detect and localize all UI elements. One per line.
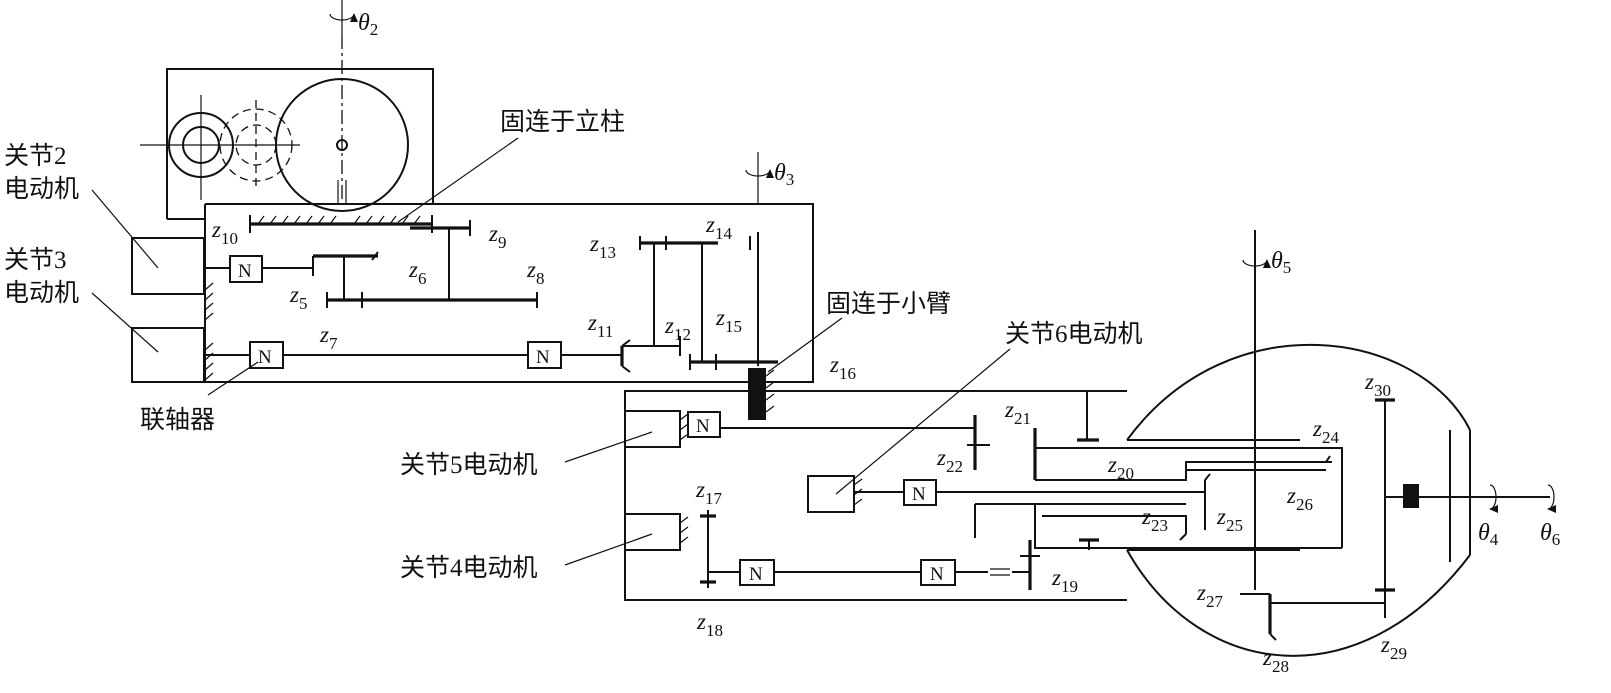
coupling-box <box>229 255 263 283</box>
joint2-motor-label-line1: 关节2 <box>4 142 67 170</box>
theta4-label: θ4 <box>1478 520 1499 549</box>
joint3-motor-label-line1: 关节3 <box>4 246 67 274</box>
theta5-label: θ5 <box>1271 248 1291 277</box>
z18-label: z18 <box>696 609 723 640</box>
joint6-motor-label: 关节6电动机 <box>1005 320 1143 348</box>
svg-text:N: N <box>258 347 272 368</box>
z7-label: z7 <box>319 322 338 353</box>
z26-label: z26 <box>1286 483 1313 514</box>
joint3-motor-label-line2: 电动机 <box>4 279 79 307</box>
joint3-bearing <box>748 368 766 420</box>
joint2-motor-box <box>131 237 205 295</box>
joint3-motor-box <box>131 327 205 383</box>
z27-label: z27 <box>1196 580 1223 611</box>
z30-label: z30 <box>1364 369 1391 400</box>
z13-label: z13 <box>589 231 616 262</box>
joint4-motor-box <box>624 513 681 551</box>
z22-label: z22 <box>936 445 963 476</box>
joint4-motor-label: 关节4电动机 <box>400 554 538 582</box>
coupling-label: 联轴器 <box>140 406 215 434</box>
joint6-shaft: N <box>854 479 1205 506</box>
z21-label: z21 <box>1004 397 1031 428</box>
z12-label: z12 <box>664 313 691 344</box>
svg-text:N: N <box>536 347 550 368</box>
z23-label: z23 <box>1141 504 1168 535</box>
z19-label: z19 <box>1051 565 1078 596</box>
leader-lines <box>91 137 1011 566</box>
z20-label: z20 <box>1107 452 1134 483</box>
z8-label: z8 <box>526 257 544 288</box>
coaxial-sleeves <box>974 428 1343 550</box>
gear-labels: z10 z9 z6 z8 z5 z7 z13 z14 z11 z12 z15 z… <box>211 212 1407 676</box>
wrist-gears <box>1204 230 1550 641</box>
fixed-column-label: 固连于立柱 <box>500 108 625 136</box>
joint6-motor-box <box>807 475 855 513</box>
z24-label: z24 <box>1312 416 1339 447</box>
upper-arm-housing <box>131 203 814 383</box>
joint5-motor-box <box>624 410 681 448</box>
z16-label: z16 <box>829 352 856 383</box>
theta2-rotation: θ2 <box>329 0 378 39</box>
z11-label: z11 <box>587 310 613 341</box>
theta3-rotation: θ3 <box>745 152 794 204</box>
coupling-z7-shaft: N N N <box>205 255 631 373</box>
gear-train-z11-z16 <box>622 232 778 370</box>
theta6-label: θ6 <box>1540 520 1560 549</box>
wrist-shell <box>1126 344 1471 657</box>
svg-text:N: N <box>930 564 944 585</box>
joint2-motor-label-line2: 电动机 <box>4 175 79 203</box>
theta5-rotation: θ5 <box>1242 248 1291 277</box>
z17-label: z17 <box>695 477 722 508</box>
svg-text:N: N <box>238 261 252 282</box>
z6-label: z6 <box>408 257 426 288</box>
z25-label: z25 <box>1216 504 1243 535</box>
joint5-shaft: N <box>687 391 1099 470</box>
forearm-housing <box>624 390 1127 601</box>
fixed-forearm-label: 固连于小臂 <box>826 290 951 318</box>
z14-label: z14 <box>705 212 732 243</box>
joint2-gearbox <box>140 35 434 220</box>
z29-label: z29 <box>1380 632 1407 663</box>
z10-label: z10 <box>211 217 238 248</box>
joint5-motor-label: 关节5电动机 <box>400 451 538 479</box>
svg-text:N: N <box>749 564 763 585</box>
z15-label: z15 <box>715 305 742 336</box>
fixed-rack-z10 <box>249 215 433 233</box>
svg-text:N: N <box>696 416 710 437</box>
theta3-label: θ3 <box>774 160 794 189</box>
gear-train-z5-z9 <box>262 220 538 308</box>
svg-text:N: N <box>912 484 926 505</box>
theta2-label: θ2 <box>358 10 378 39</box>
joint4-shaft: N N <box>700 510 1040 590</box>
theta4-theta6-rotation: θ4 θ6 <box>1478 484 1560 549</box>
z9-label: z9 <box>488 221 506 252</box>
z5-label: z5 <box>289 282 307 313</box>
z28-label: z28 <box>1262 645 1289 676</box>
